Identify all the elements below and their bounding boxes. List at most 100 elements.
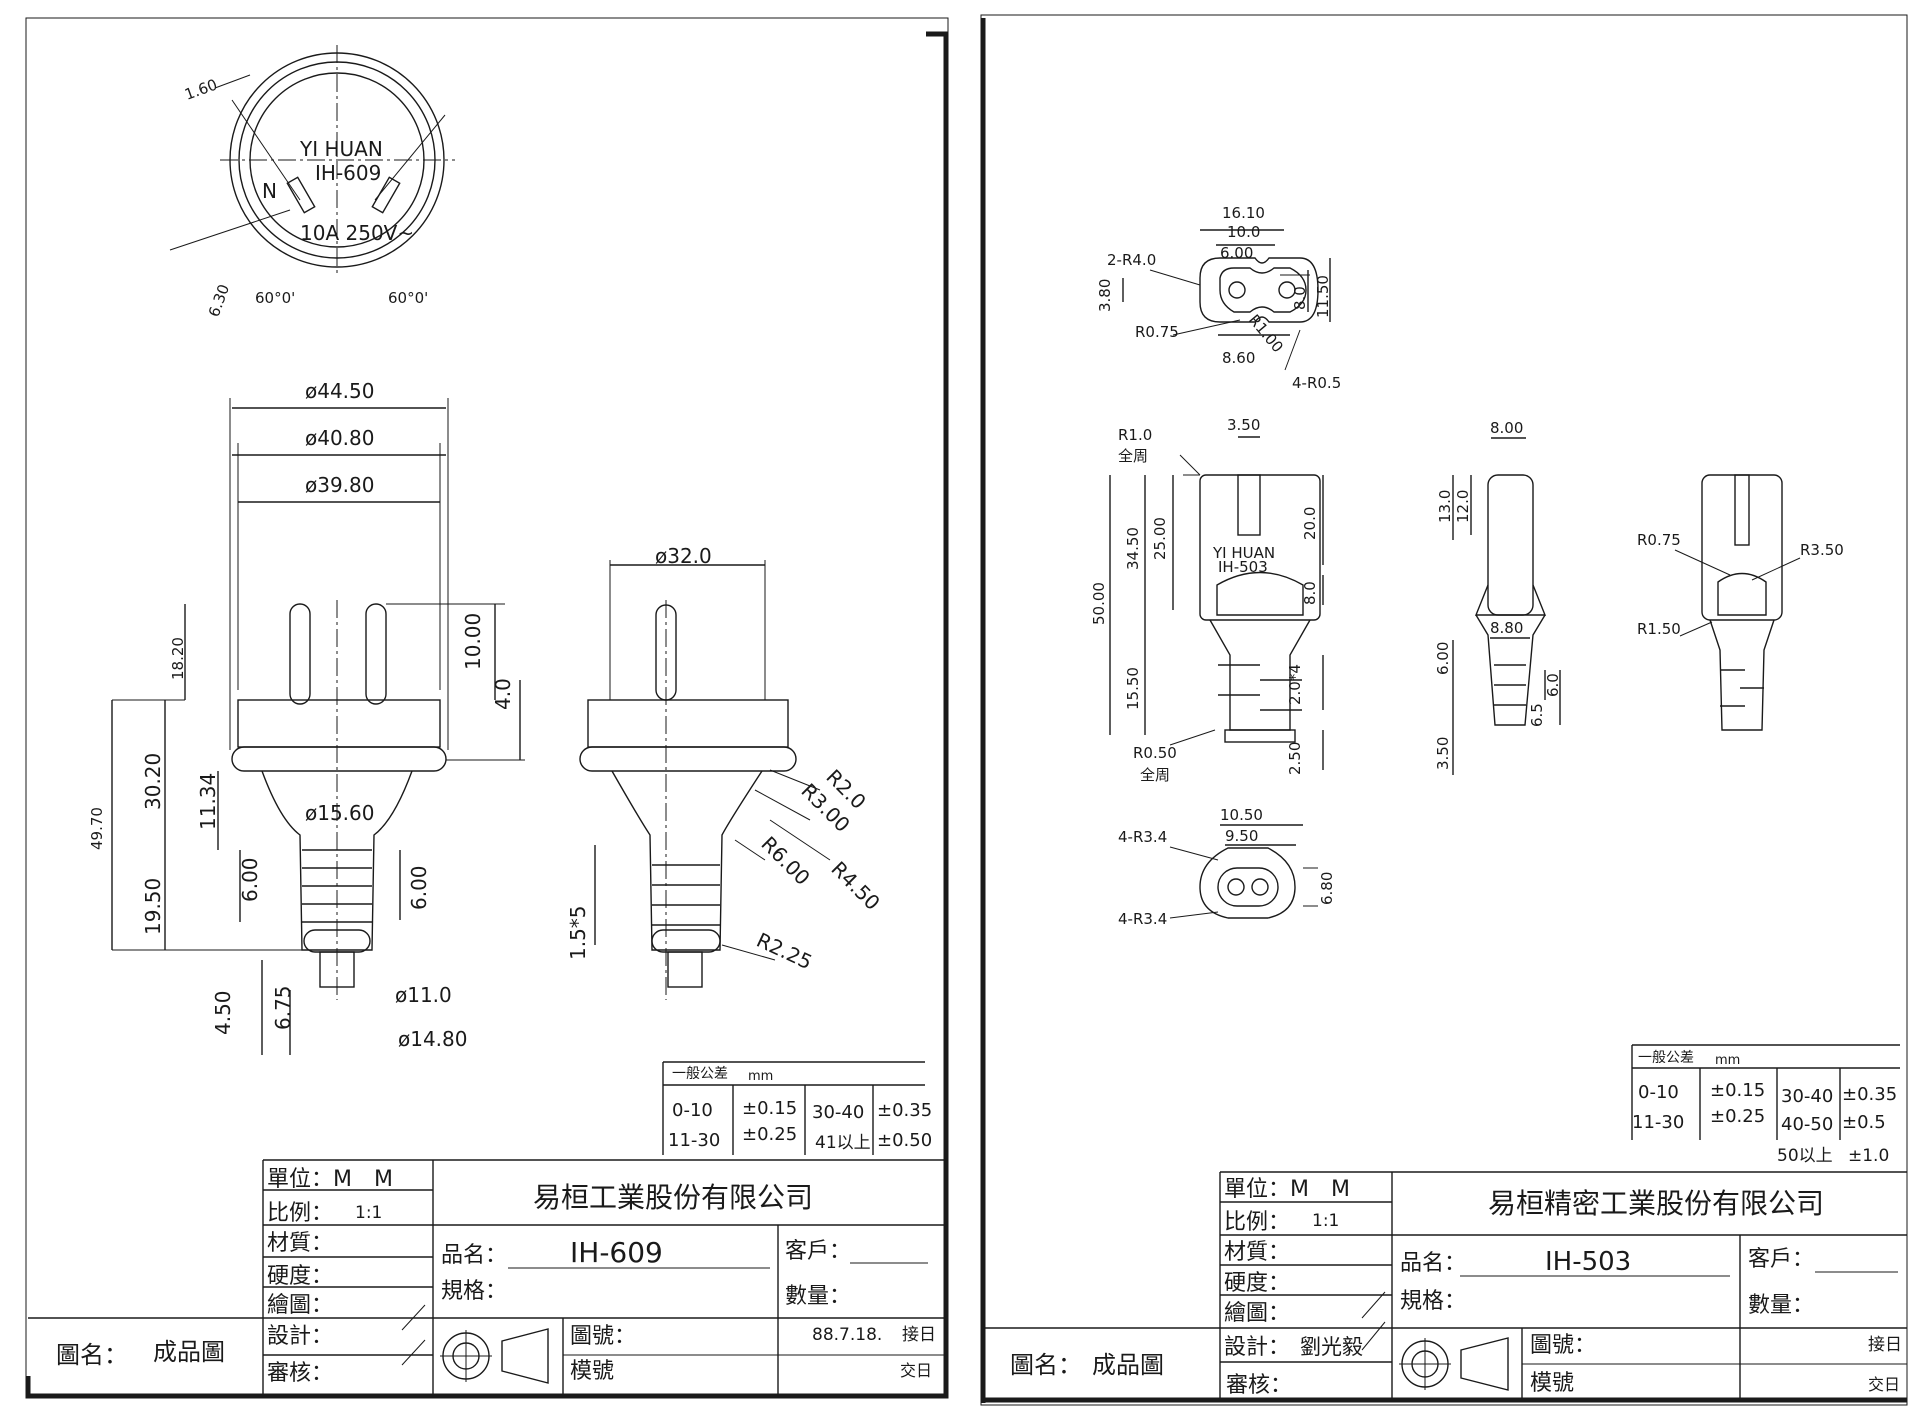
dim-4-r0-5: 4-R0.5 xyxy=(1292,374,1341,392)
bottom-hole-left xyxy=(1227,878,1245,896)
dim-r1-0: R1.0 xyxy=(1118,426,1152,444)
dim-6-00-left: 6.00 xyxy=(238,857,262,902)
company-name: 易桓工業股份有限公司 xyxy=(533,1181,813,1214)
dim-39-80: ø39.80 xyxy=(305,473,375,497)
leader xyxy=(1169,729,1216,746)
drawing-no-label: 圖號： xyxy=(570,1324,636,1349)
tol-r1c1: ±0.25 xyxy=(1710,1106,1765,1127)
scale-value: 1:1 xyxy=(355,1203,382,1223)
left-tolerance-table: 一般公差 mm 0-10 ±0.15 30-40 ±0.35 11-30 ±0.… xyxy=(662,1061,932,1155)
review-label: 審核： xyxy=(1226,1373,1292,1398)
product-label: 品名： xyxy=(1400,1251,1466,1276)
dim-r0-50: R0.50 xyxy=(1133,744,1177,762)
dim-19-50: 19.50 xyxy=(141,878,165,935)
dim-4-50: 4.50 xyxy=(211,990,235,1035)
tol-r1c2: 41以上 xyxy=(815,1133,871,1153)
tol-header: 一般公差 xyxy=(1638,1050,1694,1066)
dim-3-80: 3.80 xyxy=(1096,279,1114,312)
c7-inner xyxy=(1219,267,1307,313)
front-tail xyxy=(1224,729,1296,743)
left-sheet: YI HUAN IH-609 N 10A 250V~ 1.60 6.30 60°… xyxy=(25,17,949,1399)
dim-8-0-front: 8.0 xyxy=(1301,581,1319,605)
leader xyxy=(769,819,831,861)
leader xyxy=(1284,329,1301,371)
back-housing xyxy=(1701,474,1783,621)
product-label: 品名： xyxy=(441,1243,507,1268)
dim-6-75: 6.75 xyxy=(271,985,295,1030)
end-body xyxy=(611,770,763,951)
unit-label: 單位：M M xyxy=(1224,1177,1350,1202)
tol-header: 一般公差 xyxy=(672,1066,728,1082)
design-label: 設計： xyxy=(1224,1335,1290,1360)
tol-r2c2: 50以上 xyxy=(1777,1146,1833,1166)
c7-hole-right xyxy=(1278,281,1296,299)
dim-2-r4-0: 2-R4.0 xyxy=(1107,251,1156,269)
dim-6-00: 6.00 xyxy=(1220,244,1253,262)
dim-r2-25: R2.25 xyxy=(753,928,816,974)
dim-20-0: 20.0 xyxy=(1301,507,1319,540)
left-end-view: ø32.0 R2.0 R3.00 R6.00 R4.50 R2.25 1.5*5 xyxy=(566,544,885,1000)
leader xyxy=(1149,269,1201,286)
brand-text: YI HUAN xyxy=(299,137,383,161)
front-brand: YI HUAN xyxy=(1212,544,1275,562)
back-neck xyxy=(1709,619,1775,731)
leader xyxy=(734,839,766,861)
plug-cap xyxy=(237,699,441,748)
dim-8-60: 8.60 xyxy=(1222,349,1255,367)
left-title-block: 單位：M M 比例： 1:1 材質： 硬度： 繪圖： 設計： 審核： 易桓工業股… xyxy=(28,1159,946,1396)
leader xyxy=(1179,454,1201,476)
tol-r1c2: 40-50 xyxy=(1781,1114,1833,1135)
unit-label: 單位：M M xyxy=(267,1167,393,1192)
slash xyxy=(1361,1291,1386,1319)
deliver-label: 交日 xyxy=(900,1361,932,1380)
right-bottom-view: 10.50 9.50 4-R3.4 4-R3.4 6.80 xyxy=(1118,806,1336,928)
dim-4-0: 4.0 xyxy=(491,678,515,710)
tol-r0c3: ±0.35 xyxy=(1842,1084,1897,1105)
dim-all-round-top: 全周 xyxy=(1118,447,1148,465)
drawing-name-value: 成品圖 xyxy=(153,1338,225,1366)
customer-label: 客戶： xyxy=(785,1239,851,1264)
dim-9-50: 9.50 xyxy=(1225,827,1258,845)
back-slot xyxy=(1734,474,1750,546)
end-cap xyxy=(587,699,789,748)
dim-r4-50: R4.50 xyxy=(826,857,884,915)
spec-label: 規格： xyxy=(1400,1289,1466,1314)
tol-r0c0: 0-10 xyxy=(672,1100,713,1121)
model-text: IH-609 xyxy=(315,161,381,185)
dim-angle-right: 60°0' xyxy=(388,289,428,307)
tol-r0c3: ±0.35 xyxy=(877,1100,932,1121)
c7-outline xyxy=(1199,257,1319,323)
side-latch xyxy=(1474,584,1547,616)
dim-3-50-side: 3.50 xyxy=(1434,737,1452,770)
product-value: IH-503 xyxy=(1545,1247,1631,1277)
side-housing xyxy=(1487,474,1534,616)
dim-18-20: 18.20 xyxy=(169,637,187,680)
leader xyxy=(1674,549,1731,576)
bottom-socket xyxy=(1217,867,1279,907)
front-model: IH-503 xyxy=(1218,558,1268,576)
drawn-label: 繪圖： xyxy=(1224,1301,1290,1326)
tol-r0c0: 0-10 xyxy=(1638,1082,1679,1103)
material-label: 材質： xyxy=(1224,1240,1290,1265)
dim-4-r3-4-bottom: 4-R3.4 xyxy=(1118,910,1167,928)
dim-1-5x5: 1.5*5 xyxy=(566,905,590,960)
dim-6-80: 6.80 xyxy=(1318,872,1336,905)
pin-right xyxy=(365,603,387,705)
right-back-view: R0.75 R3.50 R1.50 xyxy=(1637,474,1844,731)
dim-8-80: 8.80 xyxy=(1490,619,1523,637)
leader xyxy=(1169,911,1219,919)
dim-6-5: 6.5 xyxy=(1528,703,1546,727)
dim-16-10: 16.10 xyxy=(1222,204,1265,222)
c7-hole-left xyxy=(1228,281,1246,299)
dim-8-00: 8.00 xyxy=(1490,419,1523,437)
dim-leader-160 xyxy=(214,74,251,89)
tol-r1c1: ±0.25 xyxy=(742,1124,797,1145)
mold-no-label: 模號 xyxy=(1530,1371,1574,1396)
mold-no-label: 模號 xyxy=(570,1359,614,1384)
dim-14-80: ø14.80 xyxy=(398,1027,468,1051)
dim-2-50: 2.50 xyxy=(1286,742,1304,775)
right-tolerance-table: 一般公差 mm 0-10 ±0.15 30-40 ±0.35 11-30 ±0.… xyxy=(1631,1044,1900,1166)
right-front-view: R1.0 全周 3.50 34.50 25.00 20.0 8.0 50.00 … xyxy=(1090,416,1324,784)
dim-leader-630 xyxy=(169,209,291,251)
dim-49-70: 49.70 xyxy=(88,807,106,850)
